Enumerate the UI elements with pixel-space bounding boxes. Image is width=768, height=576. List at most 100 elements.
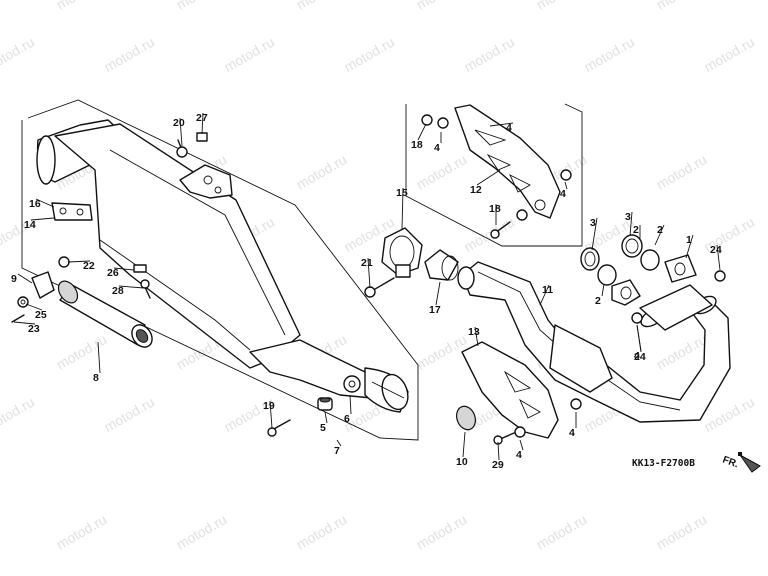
callout-number: 18 xyxy=(411,139,423,151)
callout-number: 15 xyxy=(396,187,408,199)
callout-leader xyxy=(13,321,36,325)
rubber-mounts xyxy=(267,397,333,437)
watermark-text: motod.ru xyxy=(414,0,470,13)
flanges-gaskets xyxy=(580,234,726,324)
callout-number: 23 xyxy=(28,323,40,335)
callout-number: 3 xyxy=(625,211,631,223)
watermark-text: motod.ru xyxy=(294,0,350,13)
muffler-assembly xyxy=(36,119,409,413)
watermark-text: motod.ru xyxy=(0,34,37,75)
callout-number: 2 xyxy=(633,224,639,236)
callout-number: 28 xyxy=(112,285,124,297)
callout-number: 1 xyxy=(686,234,692,246)
callout-leader xyxy=(17,273,33,284)
watermark-text: motod.ru xyxy=(461,34,517,75)
callout-number: 20 xyxy=(173,117,185,129)
watermark-text: motod.ru xyxy=(341,34,397,75)
watermark-text: motod.ru xyxy=(221,34,277,75)
callout-number: 4 xyxy=(569,427,575,439)
left-hardware xyxy=(11,132,208,323)
exhaust-pipes xyxy=(457,261,731,423)
callout-leader xyxy=(113,267,135,271)
diagram-code: KK13-F2700B xyxy=(632,458,695,469)
callout-number: 27 xyxy=(196,112,208,124)
watermark-text: motod.ru xyxy=(414,331,470,372)
watermark-text: motod.ru xyxy=(174,0,230,13)
heat-guard-13 xyxy=(455,341,582,445)
callout-number: 17 xyxy=(429,304,441,316)
callout-number: 8 xyxy=(93,372,99,384)
callout-leader xyxy=(417,123,427,141)
watermark-text: motod.ru xyxy=(414,151,470,192)
callout-leader xyxy=(476,169,501,186)
callout-number: 12 xyxy=(470,184,482,196)
callout-leader xyxy=(67,260,91,263)
callout-number: 16 xyxy=(29,198,41,210)
watermark-text: motod.ru xyxy=(101,394,157,435)
front-direction-arrow xyxy=(738,452,761,473)
callout-number: 2 xyxy=(657,224,663,236)
watermark-text: motod.ru xyxy=(581,34,637,75)
watermark-text: motod.ru xyxy=(54,331,110,372)
callout-leader xyxy=(401,187,404,231)
callout-leader xyxy=(489,122,514,127)
callout-number: 9 xyxy=(11,273,17,285)
watermark-text: motod.ru xyxy=(461,214,517,255)
callout-leader xyxy=(367,257,371,289)
callout-number: 24 xyxy=(634,351,646,363)
callout-leader xyxy=(179,117,183,147)
callout-number: 18 xyxy=(489,203,501,215)
watermark-text: motod.ru xyxy=(174,511,230,552)
callout-leader xyxy=(269,400,273,429)
watermark-text: motod.ru xyxy=(294,511,350,552)
callout-number: 2 xyxy=(595,295,601,307)
watermark-text: motod.ru xyxy=(654,331,710,372)
tail-pipe xyxy=(57,280,153,348)
callout-leader xyxy=(636,324,642,353)
front-direction-label: FR. xyxy=(721,454,740,470)
callout-number: 10 xyxy=(456,456,468,468)
callout-number: 7 xyxy=(334,445,340,457)
watermark-text: motod.ru xyxy=(414,511,470,552)
callout-leader xyxy=(497,441,500,461)
callout-leader xyxy=(35,198,55,208)
callout-leader xyxy=(97,341,101,374)
callout-leader xyxy=(629,211,633,237)
watermark-text: motod.ru xyxy=(534,0,590,13)
callout-leader xyxy=(201,112,204,135)
watermark-text: motod.ru xyxy=(701,34,757,75)
callout-number: 24 xyxy=(710,244,722,256)
callout-leader xyxy=(349,394,352,415)
callout-number: 4 xyxy=(506,122,512,134)
watermark-text: motod.ru xyxy=(654,511,710,552)
watermark-text: motod.ru xyxy=(54,0,110,13)
callout-leader xyxy=(539,284,550,306)
callout-leader xyxy=(324,411,328,424)
callout-leader xyxy=(118,285,145,289)
watermark-text: motod.ru xyxy=(294,151,350,192)
watermark-text: motod.ru xyxy=(101,34,157,75)
callout-leader xyxy=(25,303,43,311)
callout-number: 21 xyxy=(361,257,373,269)
callout-number: 25 xyxy=(35,309,47,321)
callout-number: 4 xyxy=(516,449,522,461)
callout-leader xyxy=(564,181,568,190)
callout-number: 11 xyxy=(542,284,553,296)
callout-leader xyxy=(716,244,721,271)
callout-leader xyxy=(654,224,665,246)
callout-number: 4 xyxy=(634,350,640,362)
callout-number: 26 xyxy=(107,267,119,279)
callout-number: 6 xyxy=(344,413,350,425)
callout-leader xyxy=(30,217,55,221)
callout-leaders xyxy=(13,112,721,461)
heat-guard-12 xyxy=(421,104,572,239)
watermark-text: motod.ru xyxy=(534,511,590,552)
callout-number: 14 xyxy=(24,219,36,231)
callout-leader xyxy=(474,326,479,347)
callout-number: 13 xyxy=(468,326,480,338)
watermark-text: motod.ru xyxy=(54,511,110,552)
callout-leader xyxy=(601,283,605,297)
